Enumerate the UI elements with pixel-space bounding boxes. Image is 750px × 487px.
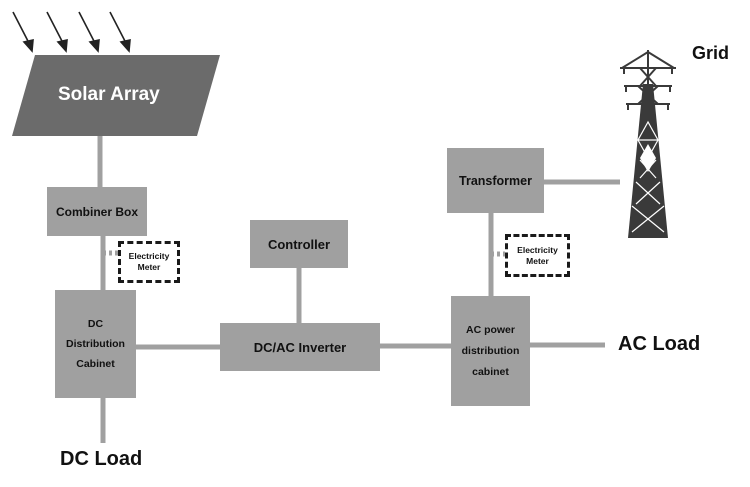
inverter-label: DC/AC Inverter bbox=[253, 339, 347, 355]
sunlight-arrow-icon bbox=[46, 11, 68, 53]
electricity-meter-ac: Electricity Meter bbox=[505, 234, 570, 277]
sunlight-arrow-icon bbox=[12, 11, 34, 53]
controller-box: Controller bbox=[250, 220, 348, 268]
ac-power-distribution-cabinet: AC power distribution cabinet bbox=[451, 296, 530, 406]
solar-array-shape bbox=[12, 55, 220, 136]
connectors bbox=[97, 135, 620, 443]
dc-cabinet-line2: Distribution bbox=[66, 338, 125, 350]
electricity-meter-dc: Electricity Meter bbox=[118, 241, 180, 283]
meter-dc-line2: Meter bbox=[137, 262, 161, 272]
solar-array-label: Solar Array bbox=[58, 84, 160, 105]
ac-cabinet-line1: AC power bbox=[465, 323, 515, 336]
dc-cabinet-line1: DC bbox=[87, 318, 104, 330]
sunlight-arrow-icon bbox=[78, 11, 100, 53]
combiner-box-label: Combiner Box bbox=[55, 204, 138, 219]
meter-dc-line1: Electricity bbox=[128, 251, 170, 261]
combiner-box: Combiner Box bbox=[47, 187, 147, 236]
ac-load-label: AC Load bbox=[618, 333, 701, 355]
dc-distribution-cabinet: DC Distribution Cabinet bbox=[55, 290, 136, 398]
meter-ac-line1: Electricity bbox=[517, 244, 558, 255]
dc-load-label: DC Load bbox=[60, 448, 143, 470]
transformer-label: Transformer bbox=[459, 173, 532, 188]
sunlight-arrows bbox=[12, 11, 131, 53]
transmission-tower-icon bbox=[620, 50, 676, 238]
inverter-box: DC/AC Inverter bbox=[220, 323, 380, 371]
dc-cabinet-line3: Cabinet bbox=[76, 358, 115, 370]
meter-ac-line2: Meter bbox=[526, 255, 549, 266]
transformer-box: Transformer bbox=[447, 148, 544, 213]
ac-cabinet-line2: distribution bbox=[461, 344, 520, 357]
ac-cabinet-line3: cabinet bbox=[472, 365, 509, 378]
grid-label: Grid bbox=[692, 43, 730, 63]
sunlight-arrow-icon bbox=[109, 11, 131, 53]
controller-label: Controller bbox=[267, 236, 331, 252]
